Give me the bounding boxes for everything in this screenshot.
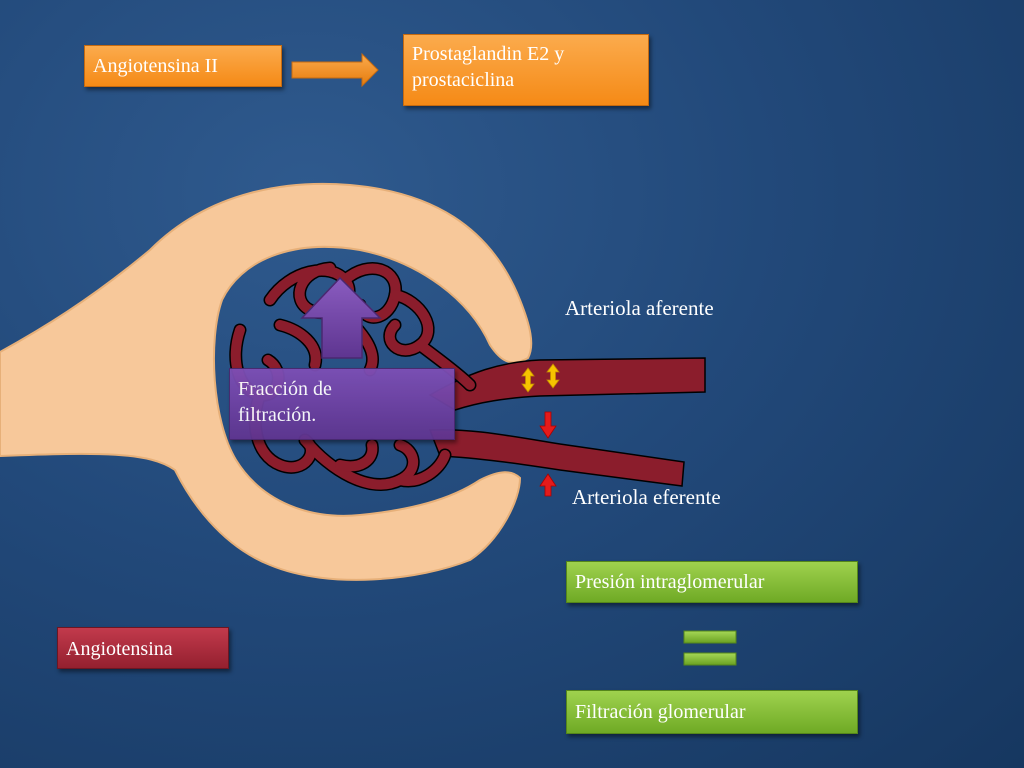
intraglomerular-pressure-label: Presión intraglomerular: [575, 571, 765, 593]
angiotensina-ii-box: Angiotensina II: [84, 45, 282, 87]
down-arrow-icon: [539, 411, 557, 439]
prostaglandin-label-line1: Prostaglandin E2 y: [412, 43, 565, 65]
filtration-fraction-box: Fracción de filtración.: [229, 368, 455, 440]
prostaglandin-box: Prostaglandin E2 y prostaciclina: [403, 34, 649, 106]
angiotensina-ii-label: Angiotensina II: [93, 55, 218, 77]
prostaglandin-label-line2: prostaciclina: [412, 69, 515, 91]
filtration-fraction-label-line1: Fracción de: [238, 378, 332, 400]
efferent-arteriole-label: Arteriola eferente: [572, 485, 721, 509]
red-up-arrow-icon: [539, 473, 557, 497]
glomerular-filtration-label: Filtración glomerular: [575, 701, 746, 723]
angiotensina-label: Angiotensina: [66, 638, 173, 660]
up-arrow-icon: [300, 276, 382, 359]
intraglomerular-pressure-box: Presión intraglomerular: [566, 561, 858, 603]
glomerular-filtration-box: Filtración glomerular: [566, 690, 858, 734]
filtration-fraction-label-line2: filtración.: [238, 404, 317, 426]
double-arrow-icon: [521, 363, 560, 393]
afferent-arteriole-label: Arteriola aferente: [565, 296, 714, 320]
right-arrow-icon: [291, 52, 379, 88]
bowman-capsule: [0, 182, 533, 581]
efferent-arteriole: [428, 428, 685, 487]
angiotensina-box: Angiotensina: [57, 627, 229, 669]
equals-icon: [683, 630, 737, 666]
